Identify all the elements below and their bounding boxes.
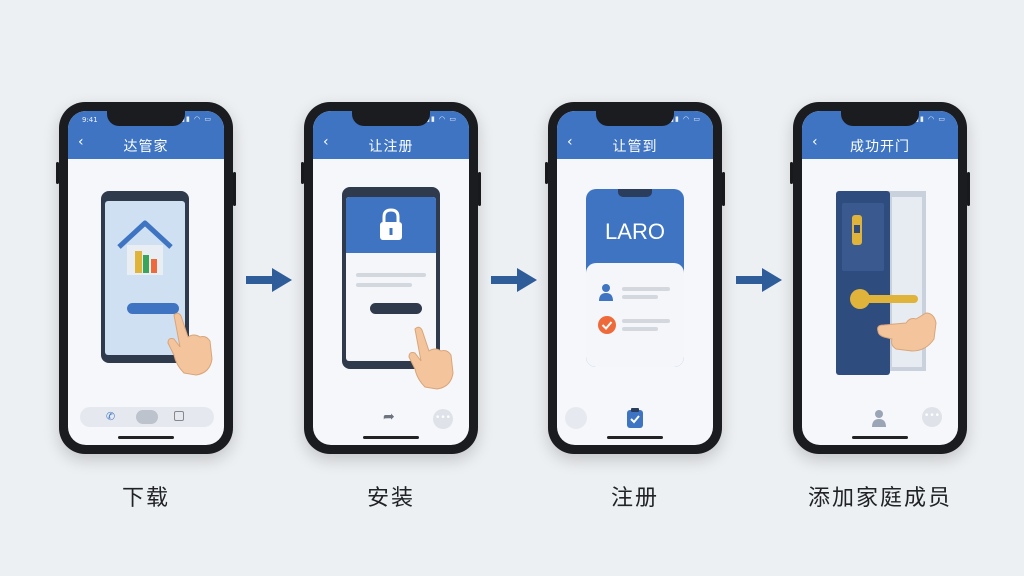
phone-screen: ▮▮ ◠ ▭ ‹ 让管到 LARO xyxy=(557,111,713,445)
text-line xyxy=(356,283,412,287)
phone-side-button xyxy=(545,162,548,184)
phone-side-button xyxy=(790,162,793,184)
phone-screen: ▮▮ ◠ ▭ ‹ 成功开门 xyxy=(802,111,958,445)
clipboard-check-icon[interactable] xyxy=(625,407,645,429)
share-icon[interactable]: ➦ xyxy=(383,409,395,425)
text-line xyxy=(622,295,658,299)
header-title: 让注册 xyxy=(368,139,414,155)
back-chevron-icon[interactable]: ‹ xyxy=(323,134,329,150)
home-button[interactable] xyxy=(565,407,587,429)
back-chevron-icon[interactable]: ‹ xyxy=(78,134,84,150)
illustration-screen xyxy=(105,201,185,355)
phone-side-button xyxy=(722,172,725,206)
phone-frame: ▮▮ ◠ ▭ ‹ 成功开门 xyxy=(793,102,967,454)
pointing-hand-icon xyxy=(408,326,454,390)
phone-side-button xyxy=(967,172,970,206)
home-indicator xyxy=(852,436,908,439)
phone-screen: ▮▮ ◠ ▭ ‹ 让注册 xyxy=(313,111,469,445)
step-1-phone: 9:41 ▮▮ ◠ ▭ ‹ 达管家 xyxy=(56,102,236,454)
phone-notch xyxy=(841,110,919,126)
toggle-switch[interactable] xyxy=(136,410,158,424)
phone-side-button xyxy=(301,162,304,184)
phone-notch xyxy=(352,110,430,126)
status-icons: ▮▮ ◠ ▭ xyxy=(670,115,701,123)
step-caption: 添加家庭成员 xyxy=(807,486,952,511)
bottom-toolbar: ✆ xyxy=(80,407,214,427)
phone-side-button xyxy=(233,172,236,206)
lock-banner xyxy=(346,197,436,253)
registration-card: LARO xyxy=(586,189,684,367)
user-icon[interactable] xyxy=(870,409,888,427)
brand-logo: LARO xyxy=(605,219,665,244)
right-arrow-icon xyxy=(246,268,292,292)
card-notch xyxy=(618,189,652,197)
home-indicator xyxy=(118,436,174,439)
home-indicator xyxy=(607,436,663,439)
status-icons: ▮▮ ◠ ▭ xyxy=(915,115,946,123)
phone-call-icon[interactable]: ✆ xyxy=(106,410,116,423)
form-panel xyxy=(586,263,684,367)
house-icon xyxy=(117,220,179,314)
phone-notch xyxy=(596,110,674,126)
header-title: 成功开门 xyxy=(850,139,910,155)
step-2-phone: ▮▮ ◠ ▭ ‹ 让注册 xyxy=(301,102,481,454)
phone-screen: 9:41 ▮▮ ◠ ▭ ‹ 达管家 xyxy=(68,111,224,445)
pointing-hand-icon xyxy=(167,312,213,376)
back-chevron-icon[interactable]: ‹ xyxy=(812,134,818,150)
padlock-icon xyxy=(380,208,402,240)
more-dots-icon[interactable]: ••• xyxy=(922,407,942,427)
status-icons: ▮▮ ◠ ▭ xyxy=(181,115,212,123)
illustration-phone xyxy=(101,191,189,363)
app-header: 9:41 ▮▮ ◠ ▭ ‹ 达管家 xyxy=(68,111,224,159)
right-arrow-icon xyxy=(491,268,537,292)
phone-side-button xyxy=(56,162,59,184)
register-button[interactable] xyxy=(370,303,422,314)
back-chevron-icon[interactable]: ‹ xyxy=(567,134,573,150)
phone-frame: ▮▮ ◠ ▭ ‹ 让管到 LARO xyxy=(548,102,722,454)
phone-frame: 9:41 ▮▮ ◠ ▭ ‹ 达管家 xyxy=(59,102,233,454)
phone-frame: ▮▮ ◠ ▭ ‹ 让注册 xyxy=(304,102,478,454)
step-4-phone: ▮▮ ◠ ▭ ‹ 成功开门 xyxy=(790,102,970,454)
phone-side-button xyxy=(478,172,481,206)
right-arrow-icon xyxy=(736,268,782,292)
step-caption: 安装 xyxy=(366,486,415,511)
step-caption: 注册 xyxy=(610,486,659,511)
more-dots-icon[interactable]: ••• xyxy=(433,409,453,429)
header-title: 达管家 xyxy=(123,139,169,155)
card-icon[interactable] xyxy=(174,411,184,421)
checkmark-icon xyxy=(598,316,616,334)
text-line xyxy=(622,319,670,323)
step-caption: 下载 xyxy=(121,486,170,511)
phone-notch xyxy=(107,110,185,126)
text-line xyxy=(622,287,670,291)
step-3-phone: ▮▮ ◠ ▭ ‹ 让管到 LARO xyxy=(545,102,725,454)
home-indicator xyxy=(363,436,419,439)
user-icon xyxy=(599,284,613,301)
status-icons: ▮▮ ◠ ▭ xyxy=(426,115,457,123)
status-time: 9:41 xyxy=(82,116,98,124)
header-title: 让管到 xyxy=(612,139,658,155)
text-line xyxy=(622,327,658,331)
text-line xyxy=(356,273,426,277)
pointing-hand-icon xyxy=(877,312,937,352)
